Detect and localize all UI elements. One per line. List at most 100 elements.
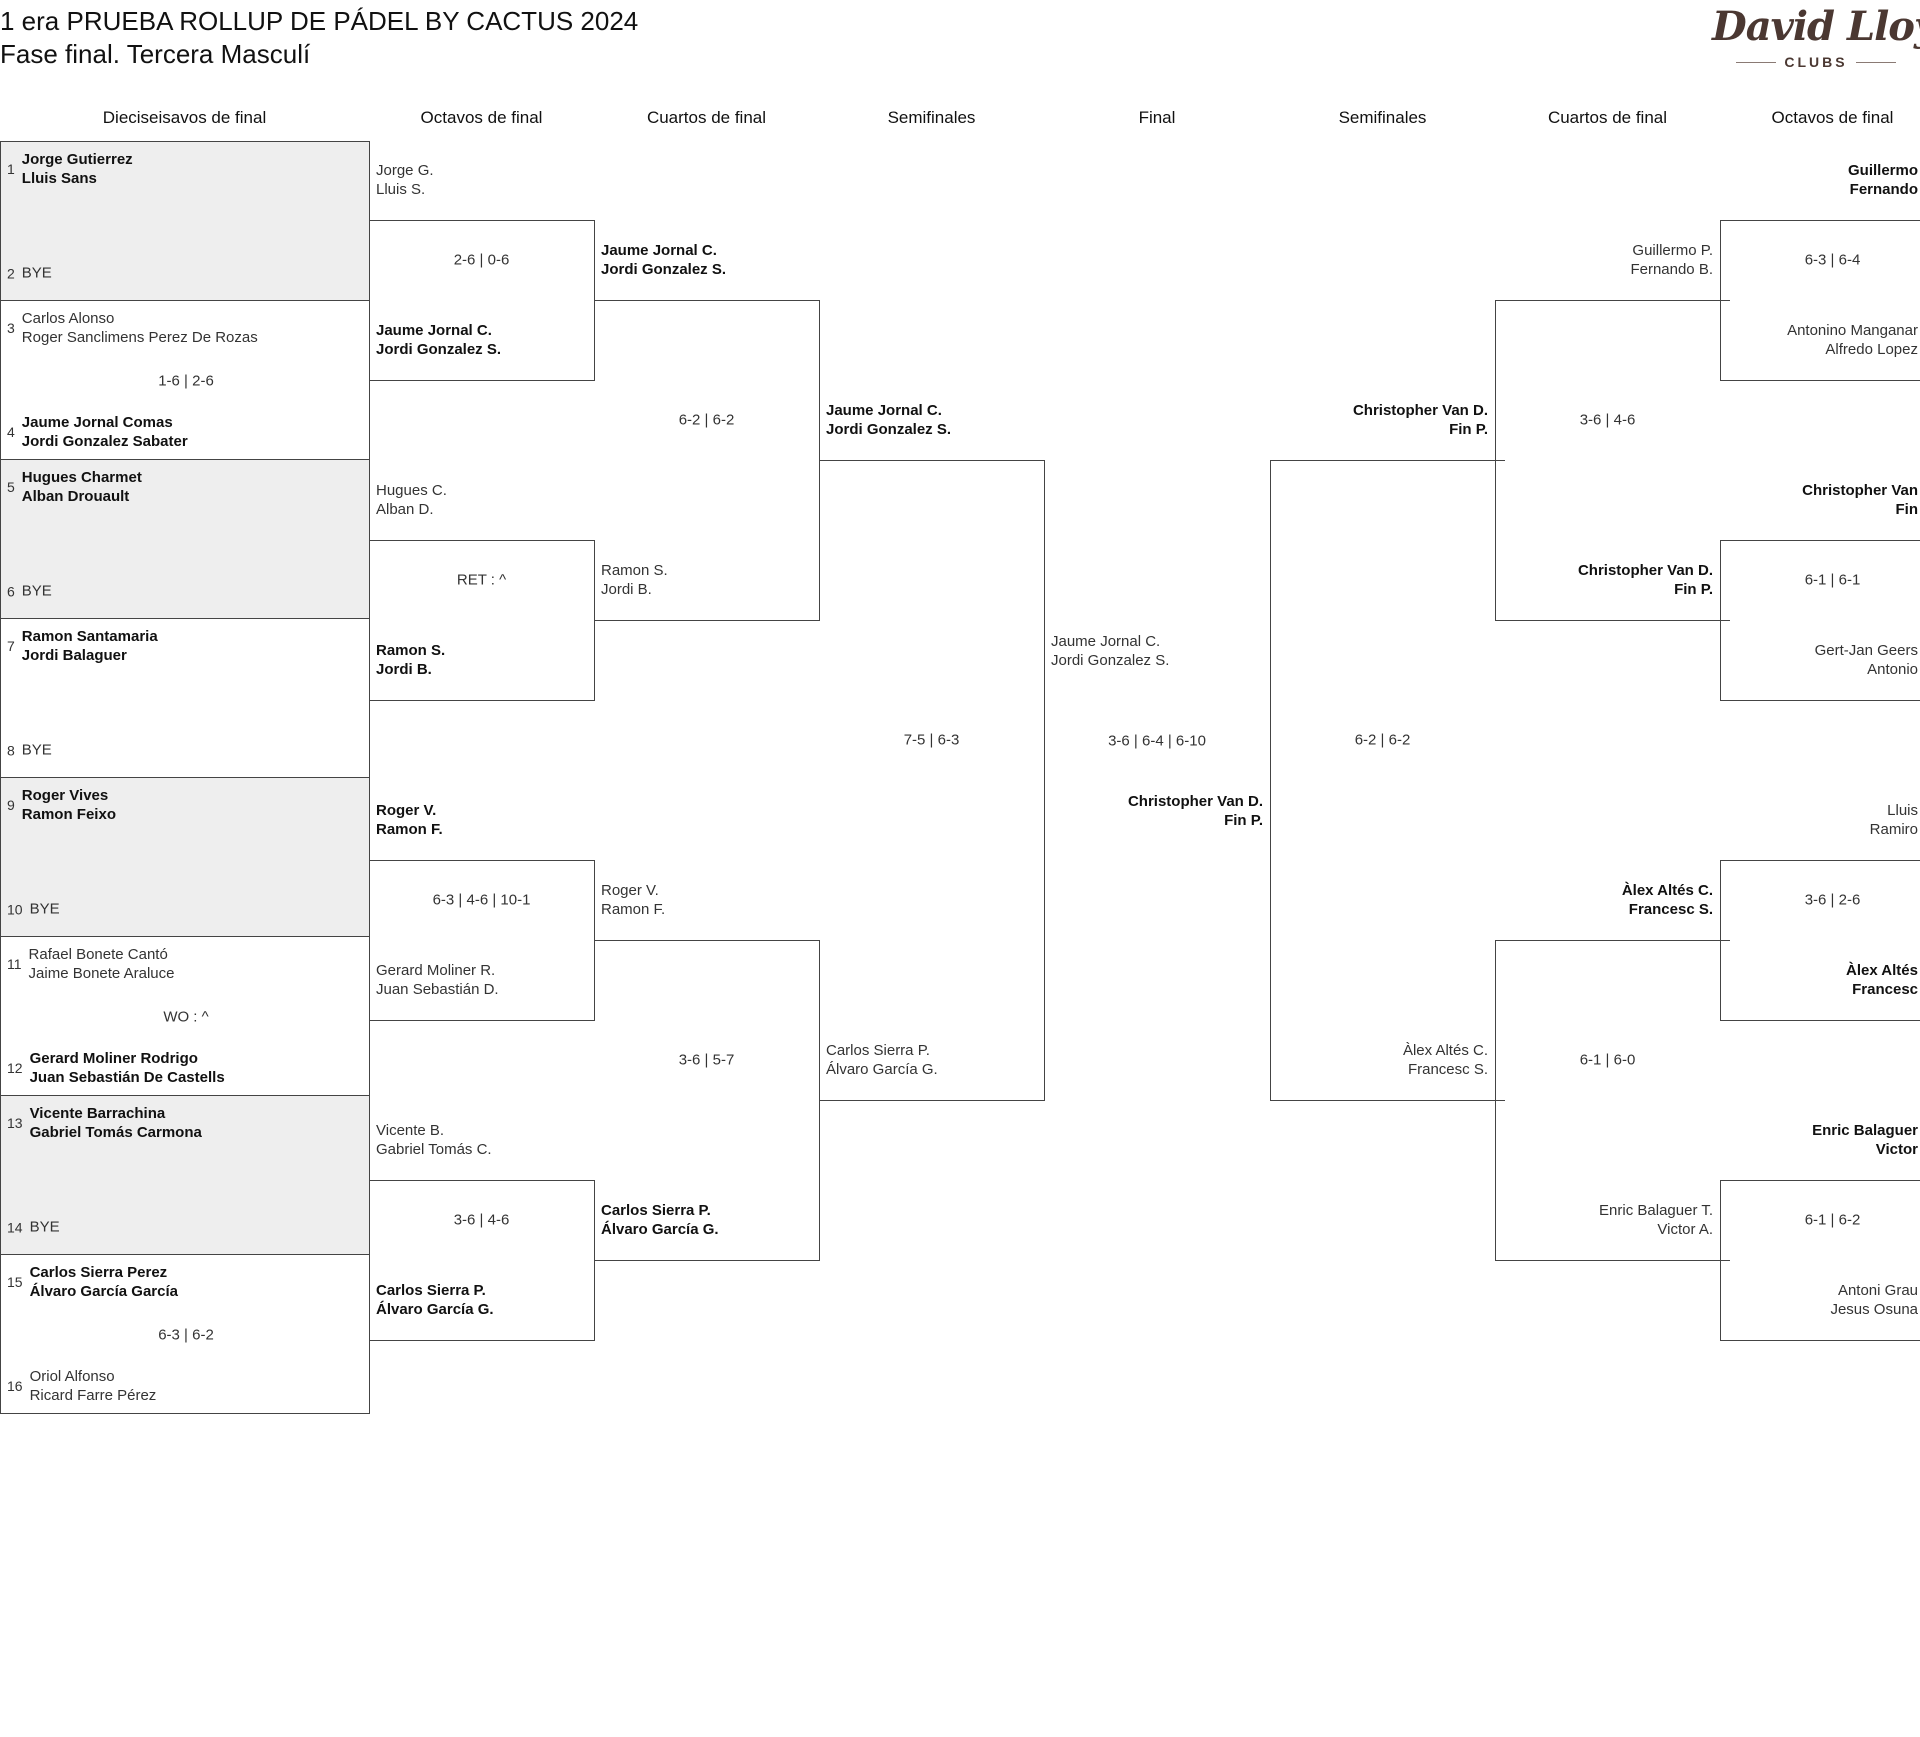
logo-wordmark: David Lloyd xyxy=(1712,3,1920,50)
team-name[interactable]: Christopher Van D.Fin P. xyxy=(1128,792,1263,830)
player-name: Juan Sebastián De Castells xyxy=(29,1069,225,1086)
player-name: Carlos Sierra P. xyxy=(601,1202,711,1219)
round-header: Cuartos de final xyxy=(646,108,767,127)
player-name: Carlos Sierra Perez xyxy=(29,1264,168,1281)
team-name[interactable]: Roger V.Ramon F. xyxy=(601,881,665,919)
team-name[interactable]: Jaume Jornal C.Jordi Gonzalez S. xyxy=(601,241,726,279)
match-score: 6-3 | 4-6 | 10-1 xyxy=(432,891,531,909)
match-connector xyxy=(1720,220,1920,381)
player-name: Jordi B. xyxy=(601,581,652,598)
team-name[interactable]: Jorge G.Lluis S. xyxy=(376,161,434,199)
player-name: Francesc xyxy=(1852,981,1918,998)
match-score: 6-1 | 6-0 xyxy=(1579,1051,1636,1069)
player-name: Alban D. xyxy=(376,501,434,518)
team-name[interactable]: Jaume Jornal C.Jordi Gonzalez S. xyxy=(826,401,951,439)
match-score: 6-1 | 6-1 xyxy=(1804,571,1861,589)
player-name: Jordi B. xyxy=(376,661,432,678)
match-score: 6-3 | 6-2 xyxy=(158,1326,214,1344)
team-name[interactable]: Carlos Sierra P.Álvaro García G. xyxy=(601,1201,719,1239)
player-name: Álvaro García García xyxy=(29,1283,178,1300)
team-name[interactable]: Àlex Altés C.Francesc S. xyxy=(1622,881,1713,919)
player-name: Jaume Jornal C. xyxy=(601,242,717,259)
match-connector xyxy=(819,460,1045,1101)
team-name[interactable]: Guillermo P.Fernando B. xyxy=(1630,241,1713,279)
player-name: Christopher Van D. xyxy=(1352,402,1488,419)
match-score: 3-6 | 4-6 xyxy=(1579,411,1636,429)
round-header: Semifinales xyxy=(887,108,976,127)
player-name: Jaume Jornal C. xyxy=(826,402,942,419)
match-score: 7-5 | 6-3 xyxy=(903,731,960,749)
player-name: Gabriel Tomás C. xyxy=(376,1141,492,1158)
match-score: WO : ^ xyxy=(163,1008,209,1026)
team-name[interactable]: Gerard Moliner R.Juan Sebastián D. xyxy=(376,961,499,999)
seed-number: 13 xyxy=(7,1115,23,1131)
player-name: Jaume Jornal C. xyxy=(376,322,492,339)
team-name[interactable]: Jaume Jornal C.Jordi Gonzalez S. xyxy=(376,321,501,359)
player-name: Victor xyxy=(1875,1141,1918,1158)
player-name: Roger Sanclimens Perez De Rozas xyxy=(21,329,258,346)
david-lloyd-logo: David Lloyd CLUBS xyxy=(1712,0,1920,82)
match-connector xyxy=(1495,940,1730,1261)
player-name: Gerard Moliner R. xyxy=(376,962,496,979)
seed-number: 16 xyxy=(7,1378,23,1394)
match-connector xyxy=(1720,1180,1920,1341)
team-name[interactable]: Àlex Altés C.Francesc S. xyxy=(1403,1041,1488,1079)
team-name[interactable]: Christopher Van D.Fin P. xyxy=(1578,561,1713,599)
team-name[interactable]: Carlos Sierra P.Álvaro García G. xyxy=(826,1041,938,1079)
round-header: Octavos de final xyxy=(420,108,543,127)
seed-number: 14 xyxy=(7,1219,23,1235)
team-name[interactable]: Vicente B. Gabriel Tomás C. xyxy=(376,1121,492,1159)
player-name: Álvaro García G. xyxy=(376,1301,494,1318)
team-name[interactable]: Jaume Jornal C.Jordi Gonzalez S. xyxy=(1051,632,1169,670)
team-name[interactable]: Enric Balaguer T.Victor A. xyxy=(1599,1201,1713,1239)
team-name[interactable]: Christopher Van D.Fin P. xyxy=(1353,401,1488,439)
round-header: Cuartos de final xyxy=(1547,108,1668,127)
player-name: Vicente B. xyxy=(376,1122,445,1139)
team-name[interactable]: Roger V.Ramon F. xyxy=(376,801,443,839)
team-name: BYE xyxy=(30,1218,60,1237)
seed-number: 6 xyxy=(7,583,15,599)
team-name[interactable]: Hugues C.Alban D. xyxy=(376,481,447,519)
team-name[interactable]: Ramon S.Jordi B. xyxy=(376,641,445,679)
team-entry[interactable]: 14 BYE xyxy=(7,1218,60,1237)
final-score: 3-6 | 6-4 | 6-10 xyxy=(1108,732,1206,750)
match-connector xyxy=(1495,300,1730,621)
phase-subtitle: Fase final. Tercera Masculí xyxy=(0,39,311,69)
team-name: BYE xyxy=(22,264,52,283)
player-name: Guillermo P. xyxy=(1632,242,1713,259)
team-name[interactable]: Ramon S.Jordi B. xyxy=(601,561,668,599)
team-name[interactable]: Carlos Sierra P.Álvaro García G. xyxy=(376,1281,494,1319)
